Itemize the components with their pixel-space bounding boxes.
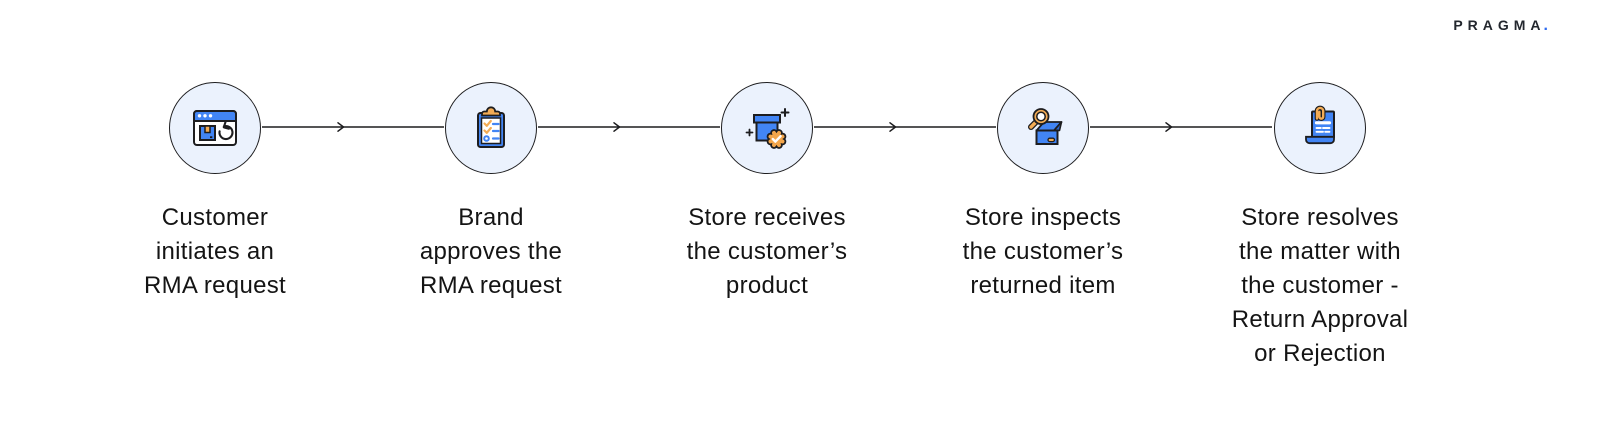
- step-store-inspects-item: Store inspects the customer’s returned i…: [913, 82, 1173, 303]
- step-label: Brand approves the RMA request: [419, 204, 563, 299]
- chevron-right-icon: [538, 122, 720, 132]
- step-icon-circle: [1274, 82, 1366, 174]
- connector-arrow: [1090, 120, 1272, 134]
- step-store-resolves-matter: Store resolves the matter with the custo…: [1190, 82, 1450, 371]
- chevron-right-icon: [262, 122, 444, 132]
- step-icon-circle: [721, 82, 813, 174]
- step-icon-circle: [169, 82, 261, 174]
- logo-text: PRAGMA: [1453, 17, 1546, 33]
- pragma-logo: PRAGMA.: [1453, 17, 1548, 35]
- step-label: Customer initiates an RMA request: [143, 204, 287, 299]
- step-label: Store receives the customer’s product: [686, 204, 848, 299]
- connector-arrow: [538, 120, 720, 134]
- clipboard-checklist-icon: [477, 106, 505, 148]
- box-received-check-icon: [745, 108, 790, 149]
- chevron-right-icon: [1090, 122, 1272, 132]
- step-label: Store resolves the matter with the custo…: [1231, 204, 1409, 367]
- step-label: Store inspects the customer’s returned i…: [962, 204, 1124, 299]
- chevron-right-icon: [814, 122, 996, 132]
- step-store-receives-product: Store receives the customer’s product: [637, 82, 897, 303]
- step-icon-circle: [445, 82, 537, 174]
- document-paperclip-icon: [1305, 105, 1335, 145]
- browser-return-icon: [193, 110, 237, 146]
- connector-arrow: [814, 120, 996, 134]
- step-brand-approves-rma: Brand approves the RMA request: [361, 82, 621, 303]
- magnifier-box-icon: [1028, 108, 1063, 145]
- logo-dot: .: [1543, 17, 1548, 34]
- step-customer-initiates-rma: Customer initiates an RMA request: [85, 82, 345, 303]
- step-icon-circle: [997, 82, 1089, 174]
- connector-arrow: [262, 120, 444, 134]
